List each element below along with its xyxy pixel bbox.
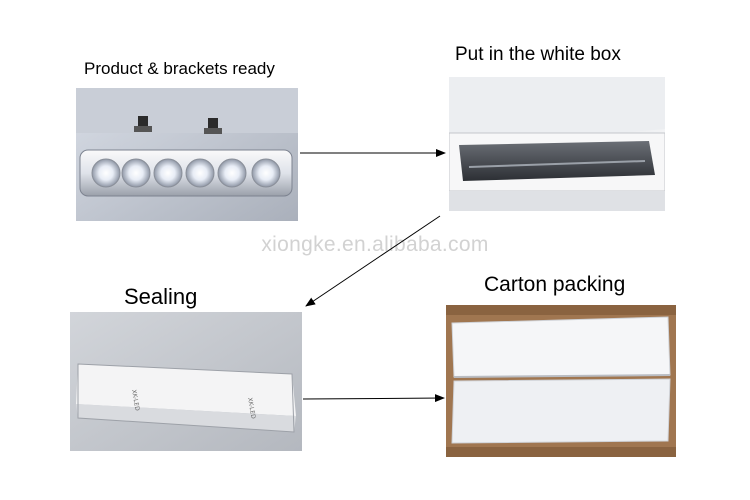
product-brackets-photo [76, 88, 298, 221]
watermark-text: xiongke.en.alibaba.com [261, 233, 489, 256]
white-box-photo [449, 77, 665, 211]
step-4-label: Carton packing [484, 273, 626, 296]
svg-text:XK-LED: XK-LED [246, 397, 257, 420]
arrow-3-to-4 [302, 394, 445, 403]
svg-text:XK-LED: XK-LED [130, 389, 141, 412]
step-3-label: Sealing [124, 284, 198, 309]
step-1-label: Product & brackets ready [84, 59, 275, 78]
carton-packing-photo [446, 305, 676, 457]
arrow-2-to-3 [305, 215, 441, 307]
step-2-label: Put in the white box [455, 44, 621, 65]
sealing-photo: XK-LED XK-LED [70, 312, 302, 451]
